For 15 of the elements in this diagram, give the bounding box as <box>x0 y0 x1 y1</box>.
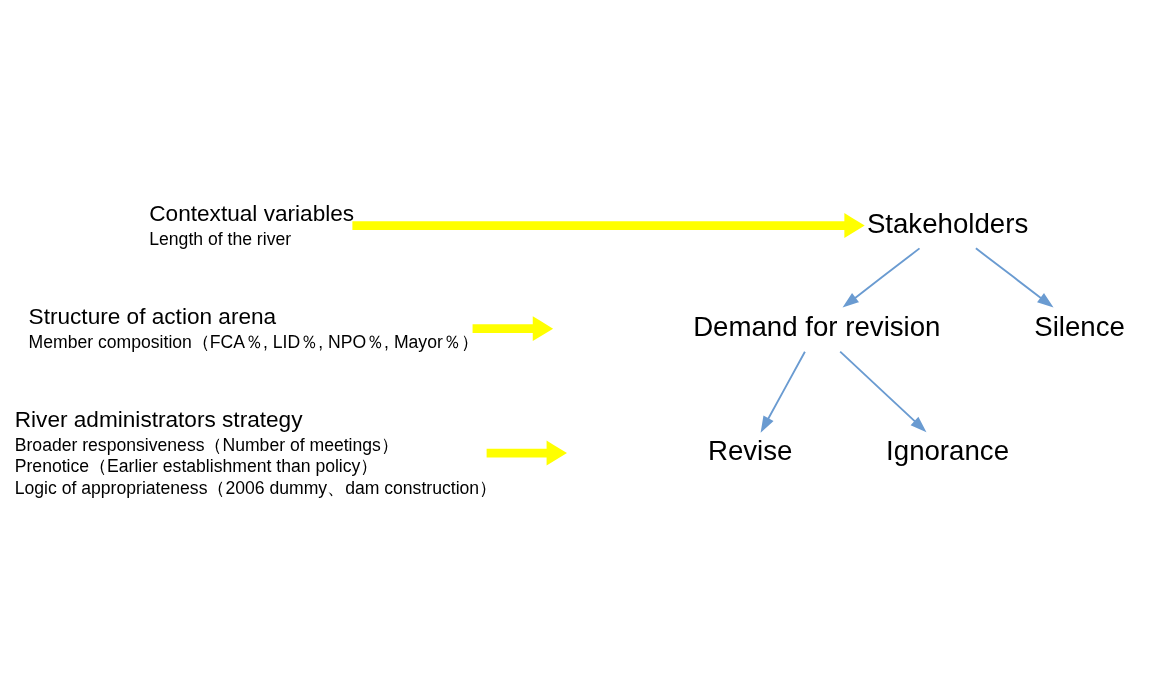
arrow <box>839 350 927 432</box>
node-text: Demand for revision <box>693 310 941 342</box>
node-text: Stakeholders <box>866 207 1029 239</box>
node-text: Structure of action arena Member composition（FCA％, LID％, NPO％, Mayor％） <box>28 303 479 352</box>
arrow <box>760 350 806 433</box>
node-text: Silence <box>1034 310 1125 342</box>
arrow <box>974 246 1054 308</box>
node-text: Revise <box>707 434 793 466</box>
node-text: Contextual variables Length of the river <box>149 200 355 249</box>
node-text: River administrators strategy Broader responsiveness（Number of meetings） Prenotice（Earlier establishment than policy） Logic of appropriateness（2006 dummy、dam construction） <box>14 406 498 498</box>
arrow <box>842 246 921 308</box>
arrow <box>486 440 567 466</box>
arrow <box>352 212 865 238</box>
node-text: Ignorance <box>886 434 1010 466</box>
arrow <box>472 315 554 341</box>
